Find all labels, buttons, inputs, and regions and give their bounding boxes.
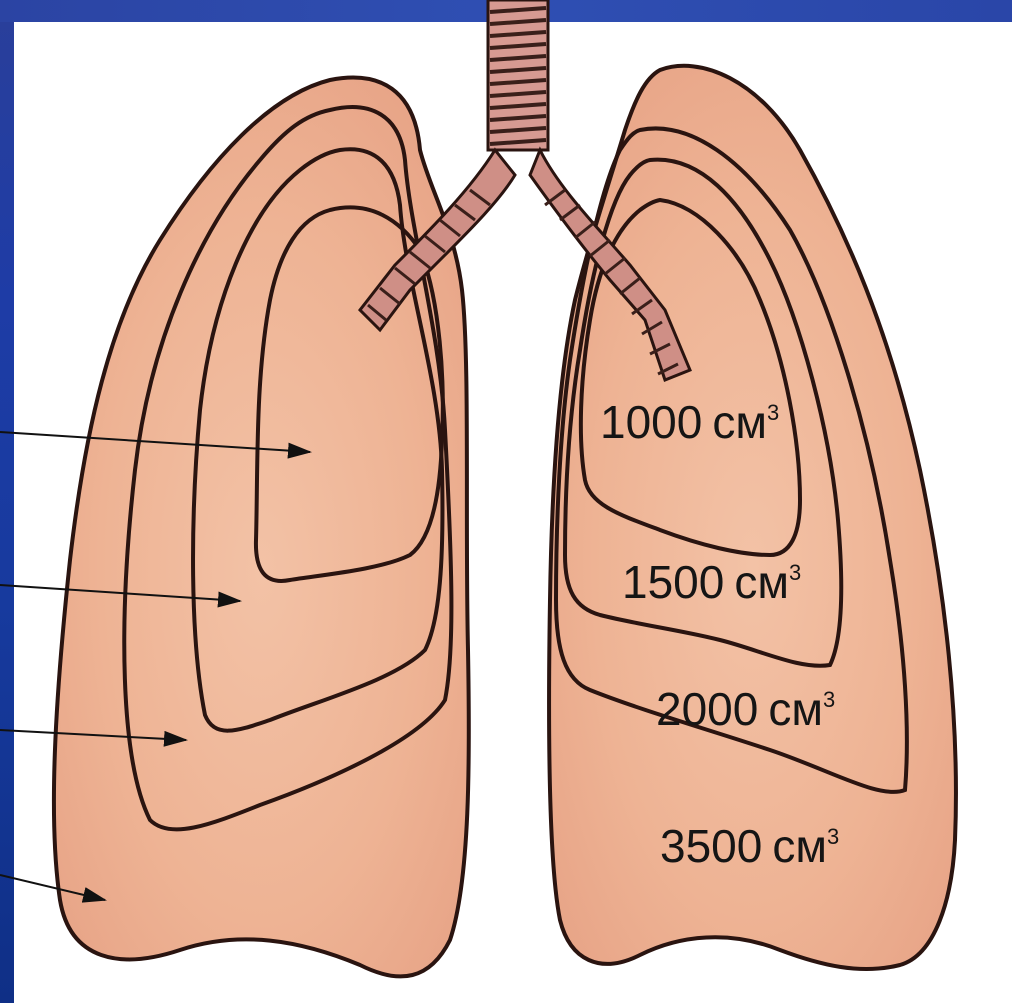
trachea [488, 0, 548, 150]
left-lung [54, 78, 469, 977]
